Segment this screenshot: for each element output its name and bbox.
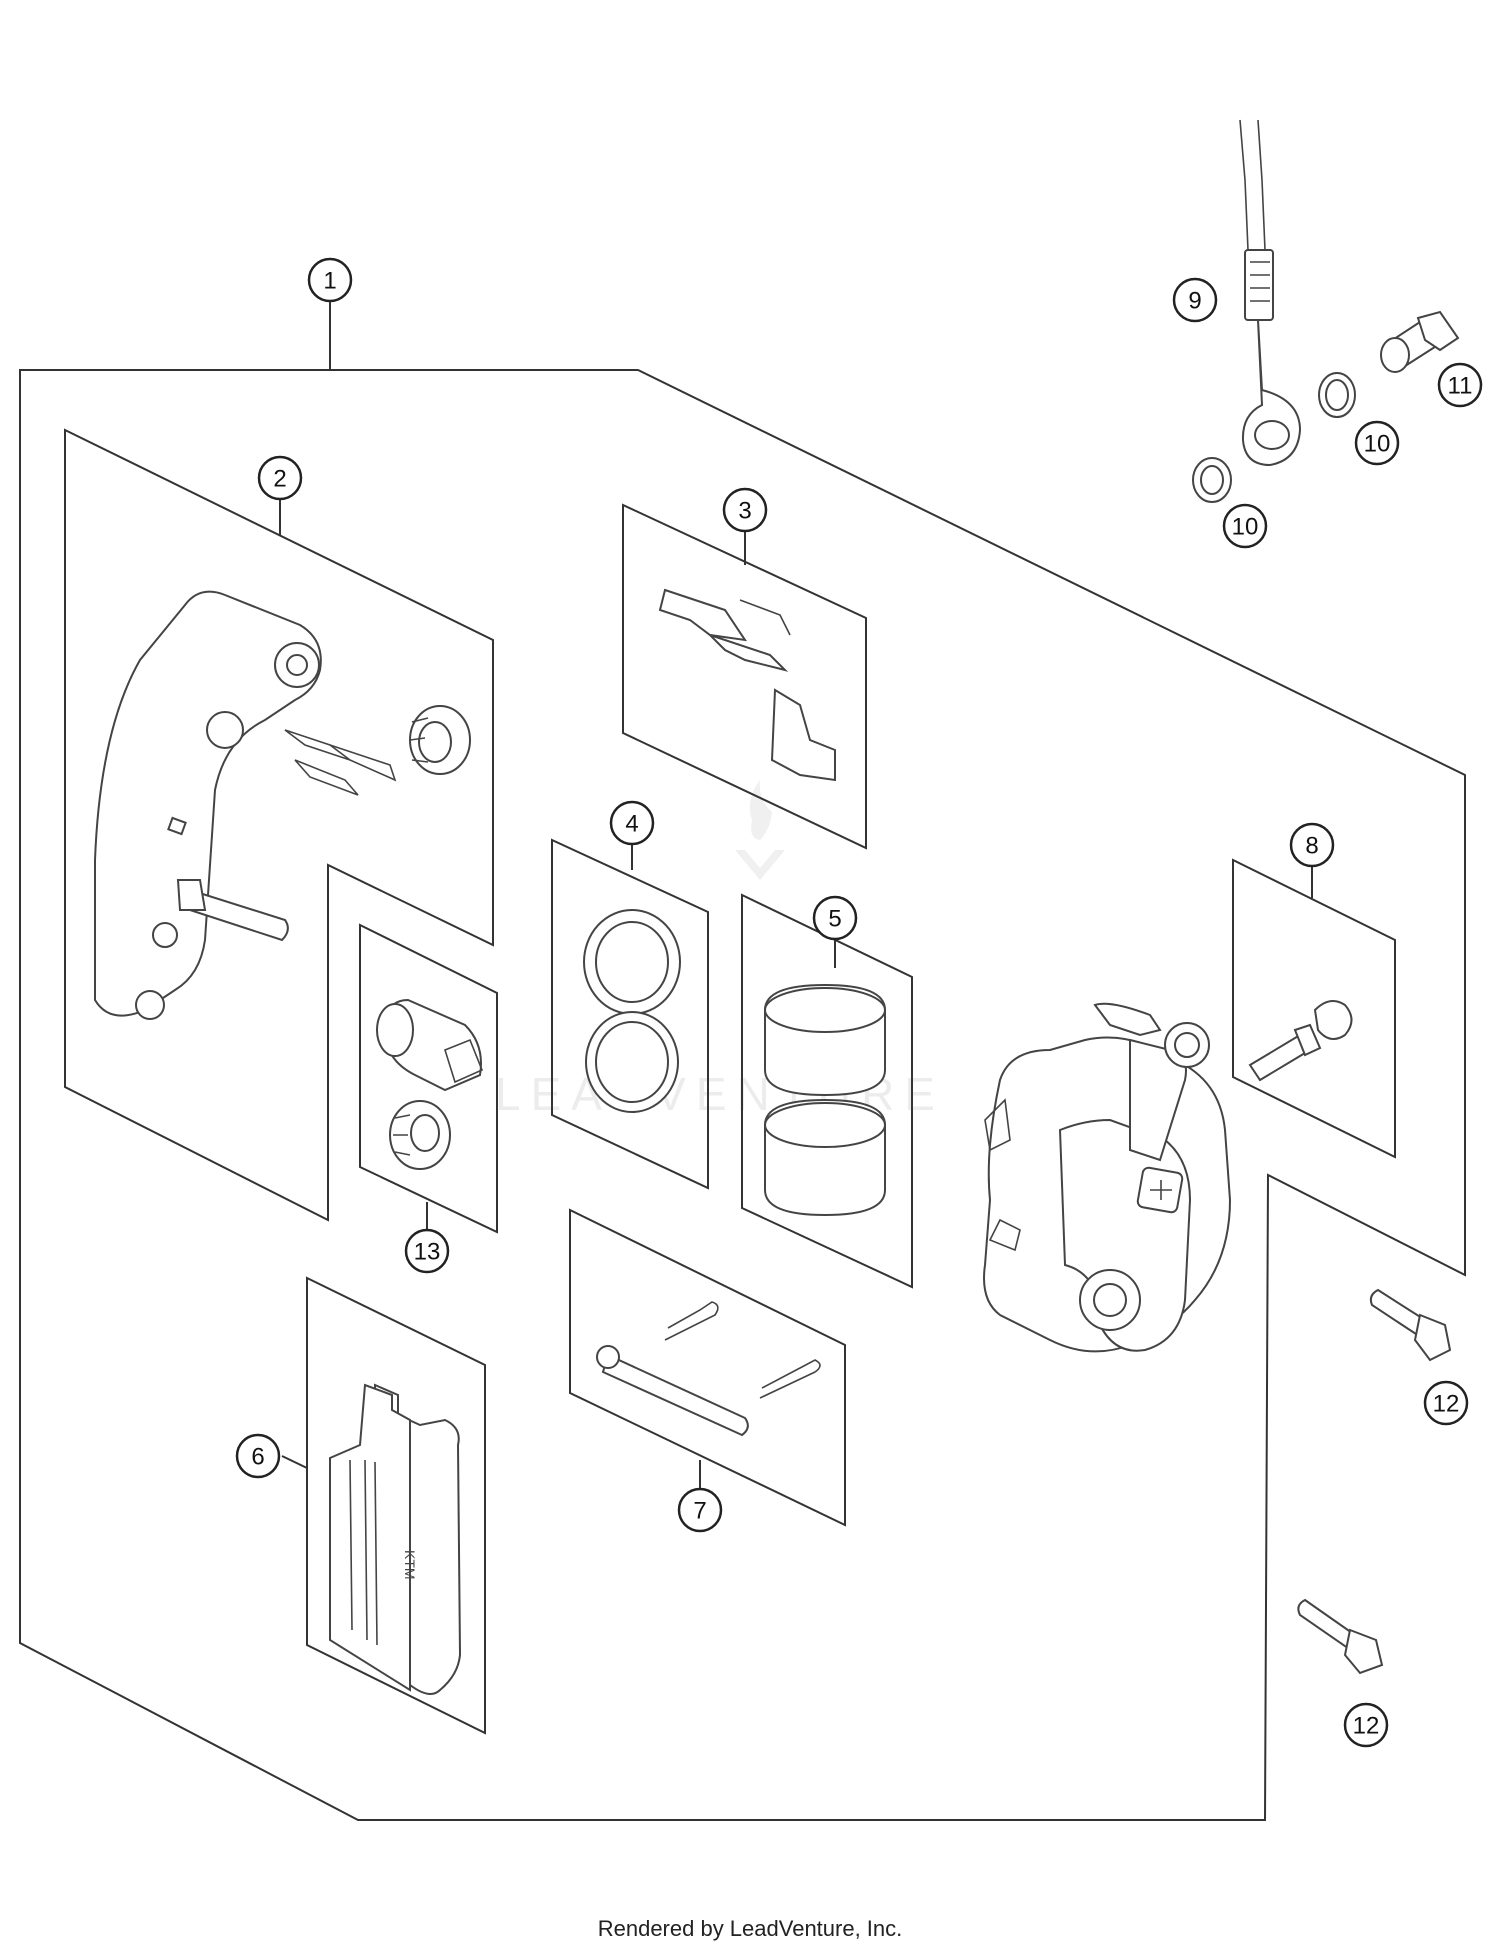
copper-washer-2 <box>1192 457 1232 503</box>
callout-13-label: 13 <box>414 1239 441 1266</box>
callout-9[interactable]: 9 <box>1172 277 1218 323</box>
brake-caliper <box>983 1002 1232 1353</box>
callout-3-label: 3 <box>738 498 751 525</box>
callout-7-label: 7 <box>693 1498 706 1525</box>
callout-5[interactable]: 5 <box>812 895 858 941</box>
brake-carrier-bracket <box>94 590 397 1020</box>
callout-7[interactable]: 7 <box>677 1487 723 1533</box>
callout-6[interactable]: 6 <box>235 1433 281 1479</box>
banjo-bolt <box>1380 310 1460 373</box>
callout-1-label: 1 <box>323 268 336 295</box>
mounting-bolt-2 <box>1297 1598 1384 1675</box>
callout-8-label: 8 <box>1305 833 1318 860</box>
bushing-2 <box>409 705 471 775</box>
callout-4-label: 4 <box>625 811 638 838</box>
svg-text:KTM: KTM <box>402 1550 418 1580</box>
callout-2-label: 2 <box>273 466 286 493</box>
callout-4[interactable]: 4 <box>609 800 655 846</box>
footer-credit: Rendered by LeadVenture, Inc. <box>597 1916 903 1941</box>
callout-12b[interactable]: 12 <box>1343 1702 1389 1748</box>
box-6 <box>306 1276 486 1735</box>
piston-seals <box>583 909 681 1113</box>
copper-washer-1 <box>1318 372 1356 418</box>
pad-pin-and-clips <box>596 1301 821 1437</box>
callout-12a[interactable]: 12 <box>1423 1380 1469 1426</box>
mounting-bolt-1 <box>1369 1288 1452 1362</box>
callout-8[interactable]: 8 <box>1289 822 1335 868</box>
box-8 <box>1232 858 1396 1159</box>
box-3 <box>622 503 867 850</box>
box-4 <box>551 838 709 1190</box>
callout-11-label: 11 <box>1448 373 1473 400</box>
callout-6-label: 6 <box>251 1444 264 1471</box>
callout-10b-label: 10 <box>1232 514 1259 541</box>
callout-10b[interactable]: 10 <box>1222 503 1268 549</box>
callout-13[interactable]: 13 <box>404 1228 450 1274</box>
leader-6 <box>281 1455 308 1469</box>
brake-line <box>1239 119 1302 467</box>
brake-pads: KTM <box>329 1383 462 1695</box>
callout-1[interactable]: 1 <box>307 257 353 303</box>
guide-pin-bolt <box>376 998 484 1092</box>
callout-2[interactable]: 2 <box>257 455 303 501</box>
box-5 <box>741 893 913 1289</box>
box-7 <box>569 1208 846 1527</box>
bleeder-screw <box>1248 1000 1353 1082</box>
callout-5-label: 5 <box>828 906 841 933</box>
box-2 <box>64 428 494 1222</box>
box-13 <box>359 923 498 1234</box>
callout-3[interactable]: 3 <box>722 487 768 533</box>
bushing-13 <box>389 1100 451 1170</box>
callout-9-label: 9 <box>1188 288 1201 315</box>
callout-10a-label: 10 <box>1364 431 1391 458</box>
pistons <box>764 983 886 1217</box>
kit-outline <box>19 369 1466 1821</box>
callout-11[interactable]: 11 <box>1437 362 1483 408</box>
callout-12a-label: 12 <box>1433 1391 1460 1418</box>
callout-10a[interactable]: 10 <box>1354 420 1400 466</box>
pad-spring-clips <box>658 588 836 782</box>
callout-12b-label: 12 <box>1353 1713 1380 1740</box>
